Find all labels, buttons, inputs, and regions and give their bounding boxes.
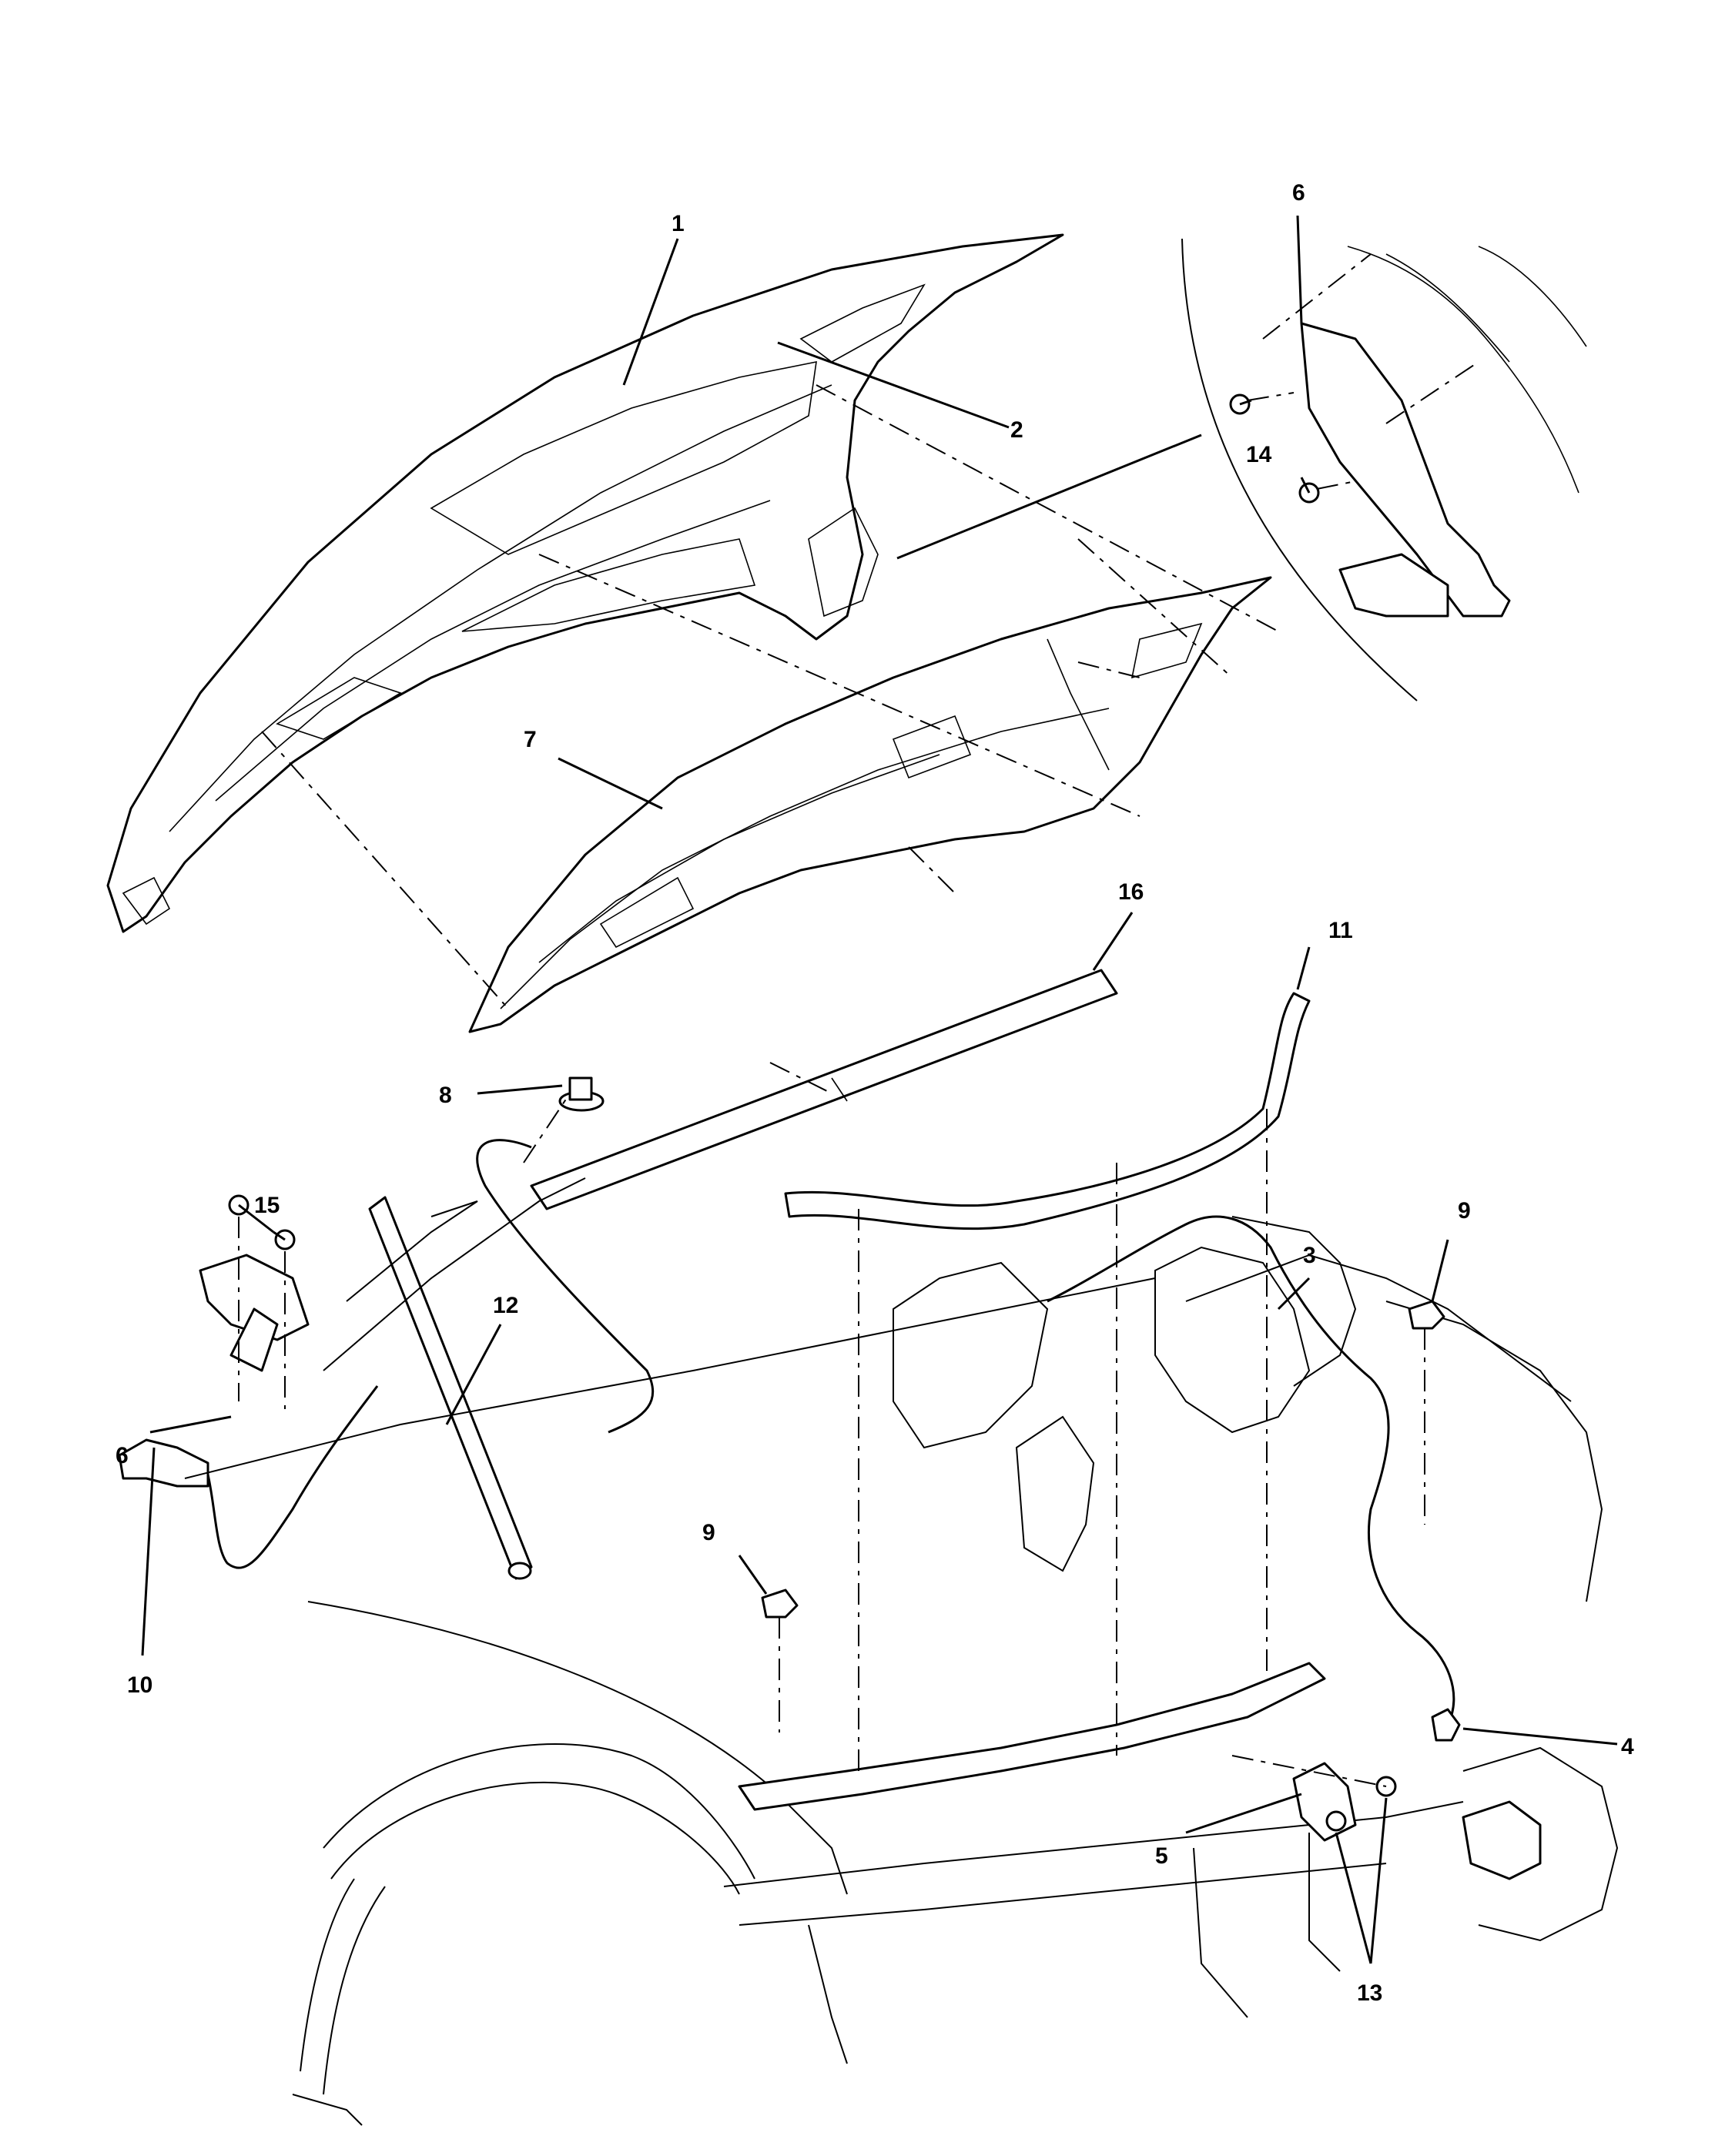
callout-15: 15 xyxy=(254,1193,280,1218)
callout-11: 11 xyxy=(1328,918,1353,943)
callout-13: 13 xyxy=(1357,1980,1382,2006)
radiator-seal xyxy=(784,992,1311,1230)
hood-panel xyxy=(106,233,1064,933)
hood-support-strut xyxy=(368,1196,533,1580)
latch-release-handle xyxy=(118,1385,379,1569)
callout-7: 7 xyxy=(524,727,537,752)
callout-8: 8 xyxy=(439,1083,452,1108)
callout-6-top: 6 xyxy=(1292,180,1305,206)
hood-hinge-left xyxy=(199,1194,310,1409)
engine-bay-structure xyxy=(184,1177,1619,2126)
callout-16: 16 xyxy=(1118,879,1144,905)
push-pin xyxy=(558,1076,605,1112)
assembly-lines xyxy=(261,384,1279,1771)
callout-12: 12 xyxy=(493,1293,518,1318)
callout-9-right: 9 xyxy=(1458,1198,1471,1224)
callout-14: 14 xyxy=(1246,442,1272,467)
callout-5: 5 xyxy=(1155,1843,1168,1869)
callout-1: 1 xyxy=(672,211,685,236)
callout-2: 2 xyxy=(1010,417,1023,443)
callout-3: 3 xyxy=(1303,1243,1316,1268)
callout-10: 10 xyxy=(127,1672,152,1698)
hood-insulator xyxy=(468,576,1272,1033)
callout-labels: 1 2 3 4 5 6 6 7 8 9 9 10 11 12 13 14 15 … xyxy=(116,180,1634,2006)
callout-6-left: 6 xyxy=(116,1443,129,1468)
callout-leaders xyxy=(141,215,1618,1964)
callout-4: 4 xyxy=(1621,1734,1634,1759)
callout-9-left: 9 xyxy=(702,1520,715,1545)
hinge-detail-view xyxy=(896,238,1587,701)
